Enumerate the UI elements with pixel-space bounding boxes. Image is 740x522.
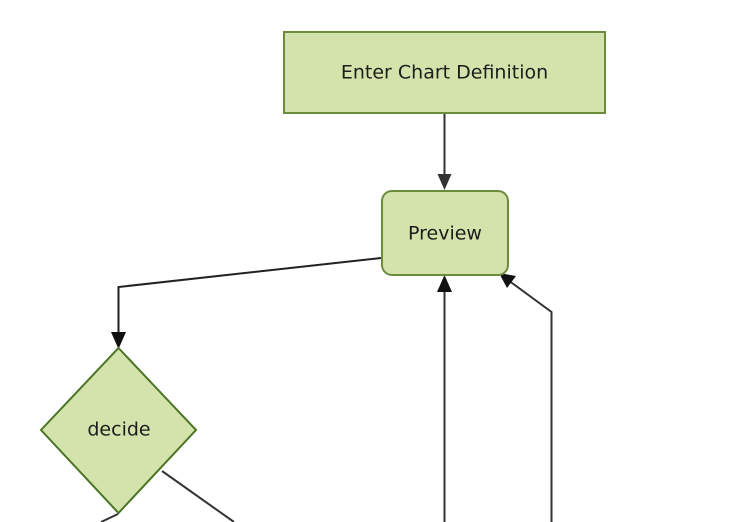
node-preview-label: Preview [408, 223, 482, 245]
arrowhead-icon-enter-to-preview [437, 174, 452, 190]
node-layer: Enter Chart Definition Preview decide [39, 31, 606, 515]
node-preview[interactable]: Preview [381, 190, 509, 276]
arrowhead-icon-into-preview-vertical [437, 275, 452, 292]
edge-decide-out-right[interactable] [161, 470, 235, 522]
edge-preview-to-decide[interactable] [111, 257, 382, 349]
node-decide[interactable]: decide [39, 346, 198, 515]
arrowhead-icon-preview-to-decide [111, 332, 126, 349]
arrowhead-icon-into-preview-diagonal [499, 273, 516, 288]
node-preview-shape [381, 190, 509, 276]
node-enter-chart-definition-label: Enter Chart Definition [341, 62, 548, 84]
edge-preview-to-decide-line [117, 257, 382, 339]
node-decide-label: decide [87, 419, 150, 441]
edge-layer [100, 114, 553, 522]
edge-decide-out-bottom-line [100, 513, 119, 522]
node-decide-shape [39, 346, 198, 515]
edge-enter-to-preview[interactable] [437, 114, 452, 190]
edge-decide-out-right-line [161, 470, 235, 522]
edge-into-preview-diagonal[interactable] [499, 273, 553, 522]
edge-into-preview-diagonal-line [507, 279, 553, 522]
edge-into-preview-vertical[interactable] [437, 275, 452, 522]
node-enter-chart-definition[interactable]: Enter Chart Definition [283, 31, 606, 114]
edge-decide-out-bottom[interactable] [100, 513, 119, 522]
node-enter-chart-definition-shape [283, 31, 606, 114]
